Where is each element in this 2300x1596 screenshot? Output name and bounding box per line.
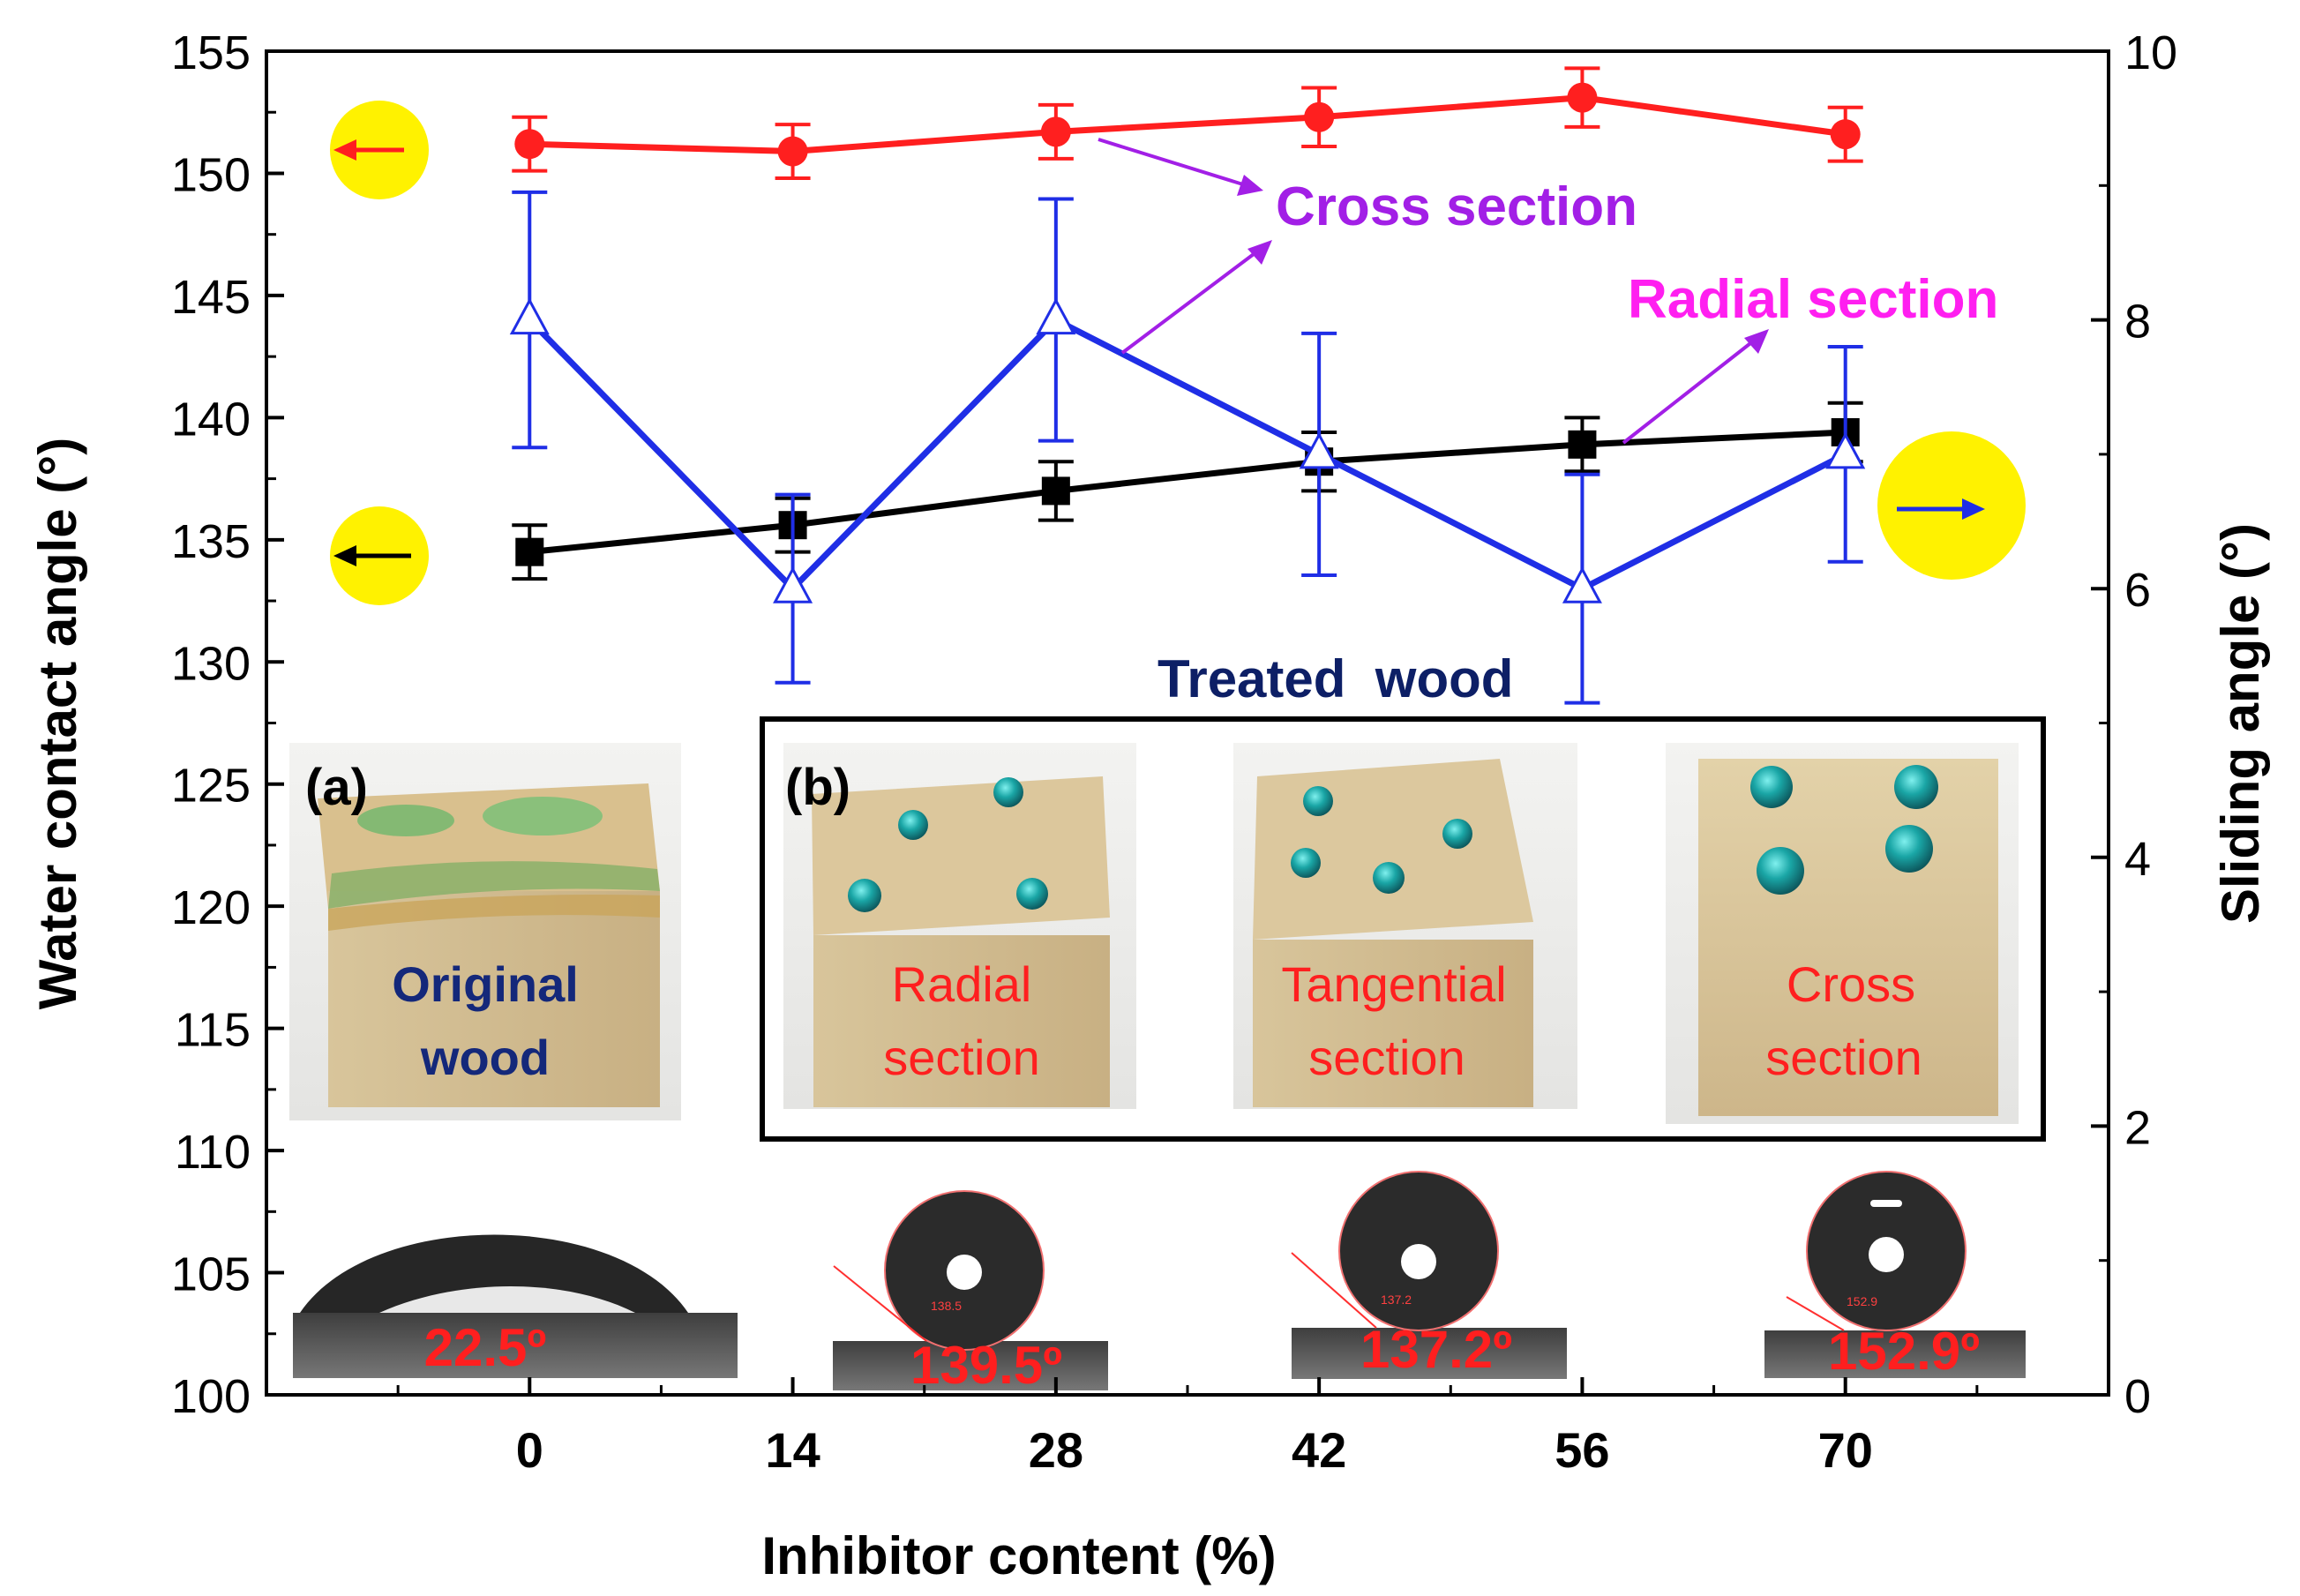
droplet-angle-label: 137.2º xyxy=(1360,1320,1512,1379)
series-cross-section xyxy=(512,66,1863,180)
y-axis-title: Water contact angle (°) xyxy=(28,438,87,1010)
data-point xyxy=(1299,431,1339,469)
y-tick-label: 155 xyxy=(171,26,251,79)
data-point xyxy=(1304,101,1335,132)
tangential-label-line1: Tangential xyxy=(1281,956,1506,1012)
data-point xyxy=(777,136,808,167)
y-tick-label: 140 xyxy=(171,393,251,446)
data-point xyxy=(1040,116,1071,147)
x-axis: 0 14 28 42 56 70 xyxy=(396,1377,1979,1478)
droplet-small-label: 138.5 xyxy=(931,1299,962,1313)
series-radial-section xyxy=(512,401,1863,581)
droplet-angle-label: 139.5º xyxy=(910,1336,1062,1395)
y2-tick-label: 0 xyxy=(2124,1370,2151,1423)
inset-photos xyxy=(289,716,2046,1390)
series-sliding-angle xyxy=(509,190,1866,705)
tangential-label-line2: section xyxy=(1308,1030,1465,1085)
y-tick-label: 150 xyxy=(171,148,251,201)
sliding-angle-axis-marker xyxy=(1877,431,2026,580)
treated-wood-annotation: Treated wood xyxy=(1157,649,1513,708)
data-point xyxy=(514,129,545,160)
left-axis: 100 105 110 115 120 125 130 135 140 145 150 155 xyxy=(171,26,284,1423)
y-tick-label: 145 xyxy=(171,271,251,324)
data-point xyxy=(1830,119,1861,150)
y2-tick-label: 4 xyxy=(2124,833,2151,886)
x-tick-label: 0 xyxy=(516,1422,543,1478)
series-layer xyxy=(509,66,1866,705)
right-axis: 0 2 4 6 8 10 xyxy=(2091,26,2177,1423)
panel-a-label: (a) xyxy=(305,759,368,816)
y2-axis-title: Sliding angle (°) xyxy=(2211,523,2270,924)
x-tick-label: 14 xyxy=(765,1422,820,1478)
series-line xyxy=(528,429,1846,556)
cross-section-photo xyxy=(1666,743,2019,1124)
y-tick-label: 135 xyxy=(171,515,251,568)
y-tick-label: 110 xyxy=(175,1126,251,1179)
x-axis-title: Inhibitor content (%) xyxy=(761,1526,1276,1585)
cross-section-axis-marker xyxy=(330,101,429,199)
radial-section-annotation: Radial section xyxy=(1628,269,1998,330)
radial-section-photo xyxy=(783,743,1136,1109)
droplet-angle-label: 152.9º xyxy=(1828,1322,1980,1381)
cross-label-line2: section xyxy=(1765,1030,1922,1085)
data-point xyxy=(1562,566,1602,603)
data-point xyxy=(509,297,550,335)
radial-section-axis-marker xyxy=(330,506,429,605)
data-point xyxy=(1041,476,1070,506)
y2-tick-label: 2 xyxy=(2124,1101,2151,1154)
radial-label-line2: section xyxy=(883,1030,1039,1085)
series-line xyxy=(527,317,1847,592)
data-point xyxy=(773,566,813,603)
y2-tick-label: 6 xyxy=(2124,564,2151,617)
data-point xyxy=(1567,82,1598,113)
annotation-arrows xyxy=(1098,138,1769,445)
x-tick-label: 70 xyxy=(1818,1422,1873,1478)
original-wood-photo xyxy=(289,743,681,1120)
droplet-angle-label: 22.5º xyxy=(424,1318,547,1377)
data-point xyxy=(1568,430,1597,459)
y-tick-label: 120 xyxy=(171,881,251,934)
tangential-section-photo xyxy=(1233,743,1577,1109)
data-point xyxy=(1825,431,1866,469)
droplet-small-label: 152.9 xyxy=(1847,1294,1877,1308)
droplet-profile-3 xyxy=(1764,1171,2026,1378)
x-tick-label: 56 xyxy=(1555,1422,1609,1478)
panel-b-frame xyxy=(760,716,2046,1142)
droplet-small-label: 137.2 xyxy=(1381,1293,1412,1307)
cross-section-annotation: Cross section xyxy=(1276,176,1637,237)
x-tick-label: 42 xyxy=(1292,1422,1346,1478)
y2-tick-label: 8 xyxy=(2124,296,2151,348)
droplet-profile-1 xyxy=(833,1190,1108,1390)
series-line xyxy=(529,94,1847,155)
panel-b-label: (b) xyxy=(785,759,850,816)
droplet-profile-2 xyxy=(1291,1171,1567,1379)
x-tick-label: 28 xyxy=(1029,1422,1083,1478)
cross-label-line1: Cross xyxy=(1787,956,1915,1012)
radial-label-line1: Radial xyxy=(892,956,1032,1012)
original-wood-label-line1: Original xyxy=(392,956,579,1012)
original-wood-label-line2: wood xyxy=(420,1030,550,1085)
y-tick-label: 130 xyxy=(171,637,251,690)
droplet-profile-original xyxy=(293,1234,738,1378)
y-tick-label: 100 xyxy=(171,1370,251,1423)
data-point xyxy=(1036,297,1076,335)
y-tick-label: 125 xyxy=(171,760,251,813)
y-tick-label: 115 xyxy=(175,1004,251,1057)
data-point xyxy=(515,537,544,566)
y2-tick-label: 10 xyxy=(2124,26,2177,79)
y-tick-label: 105 xyxy=(171,1248,251,1301)
